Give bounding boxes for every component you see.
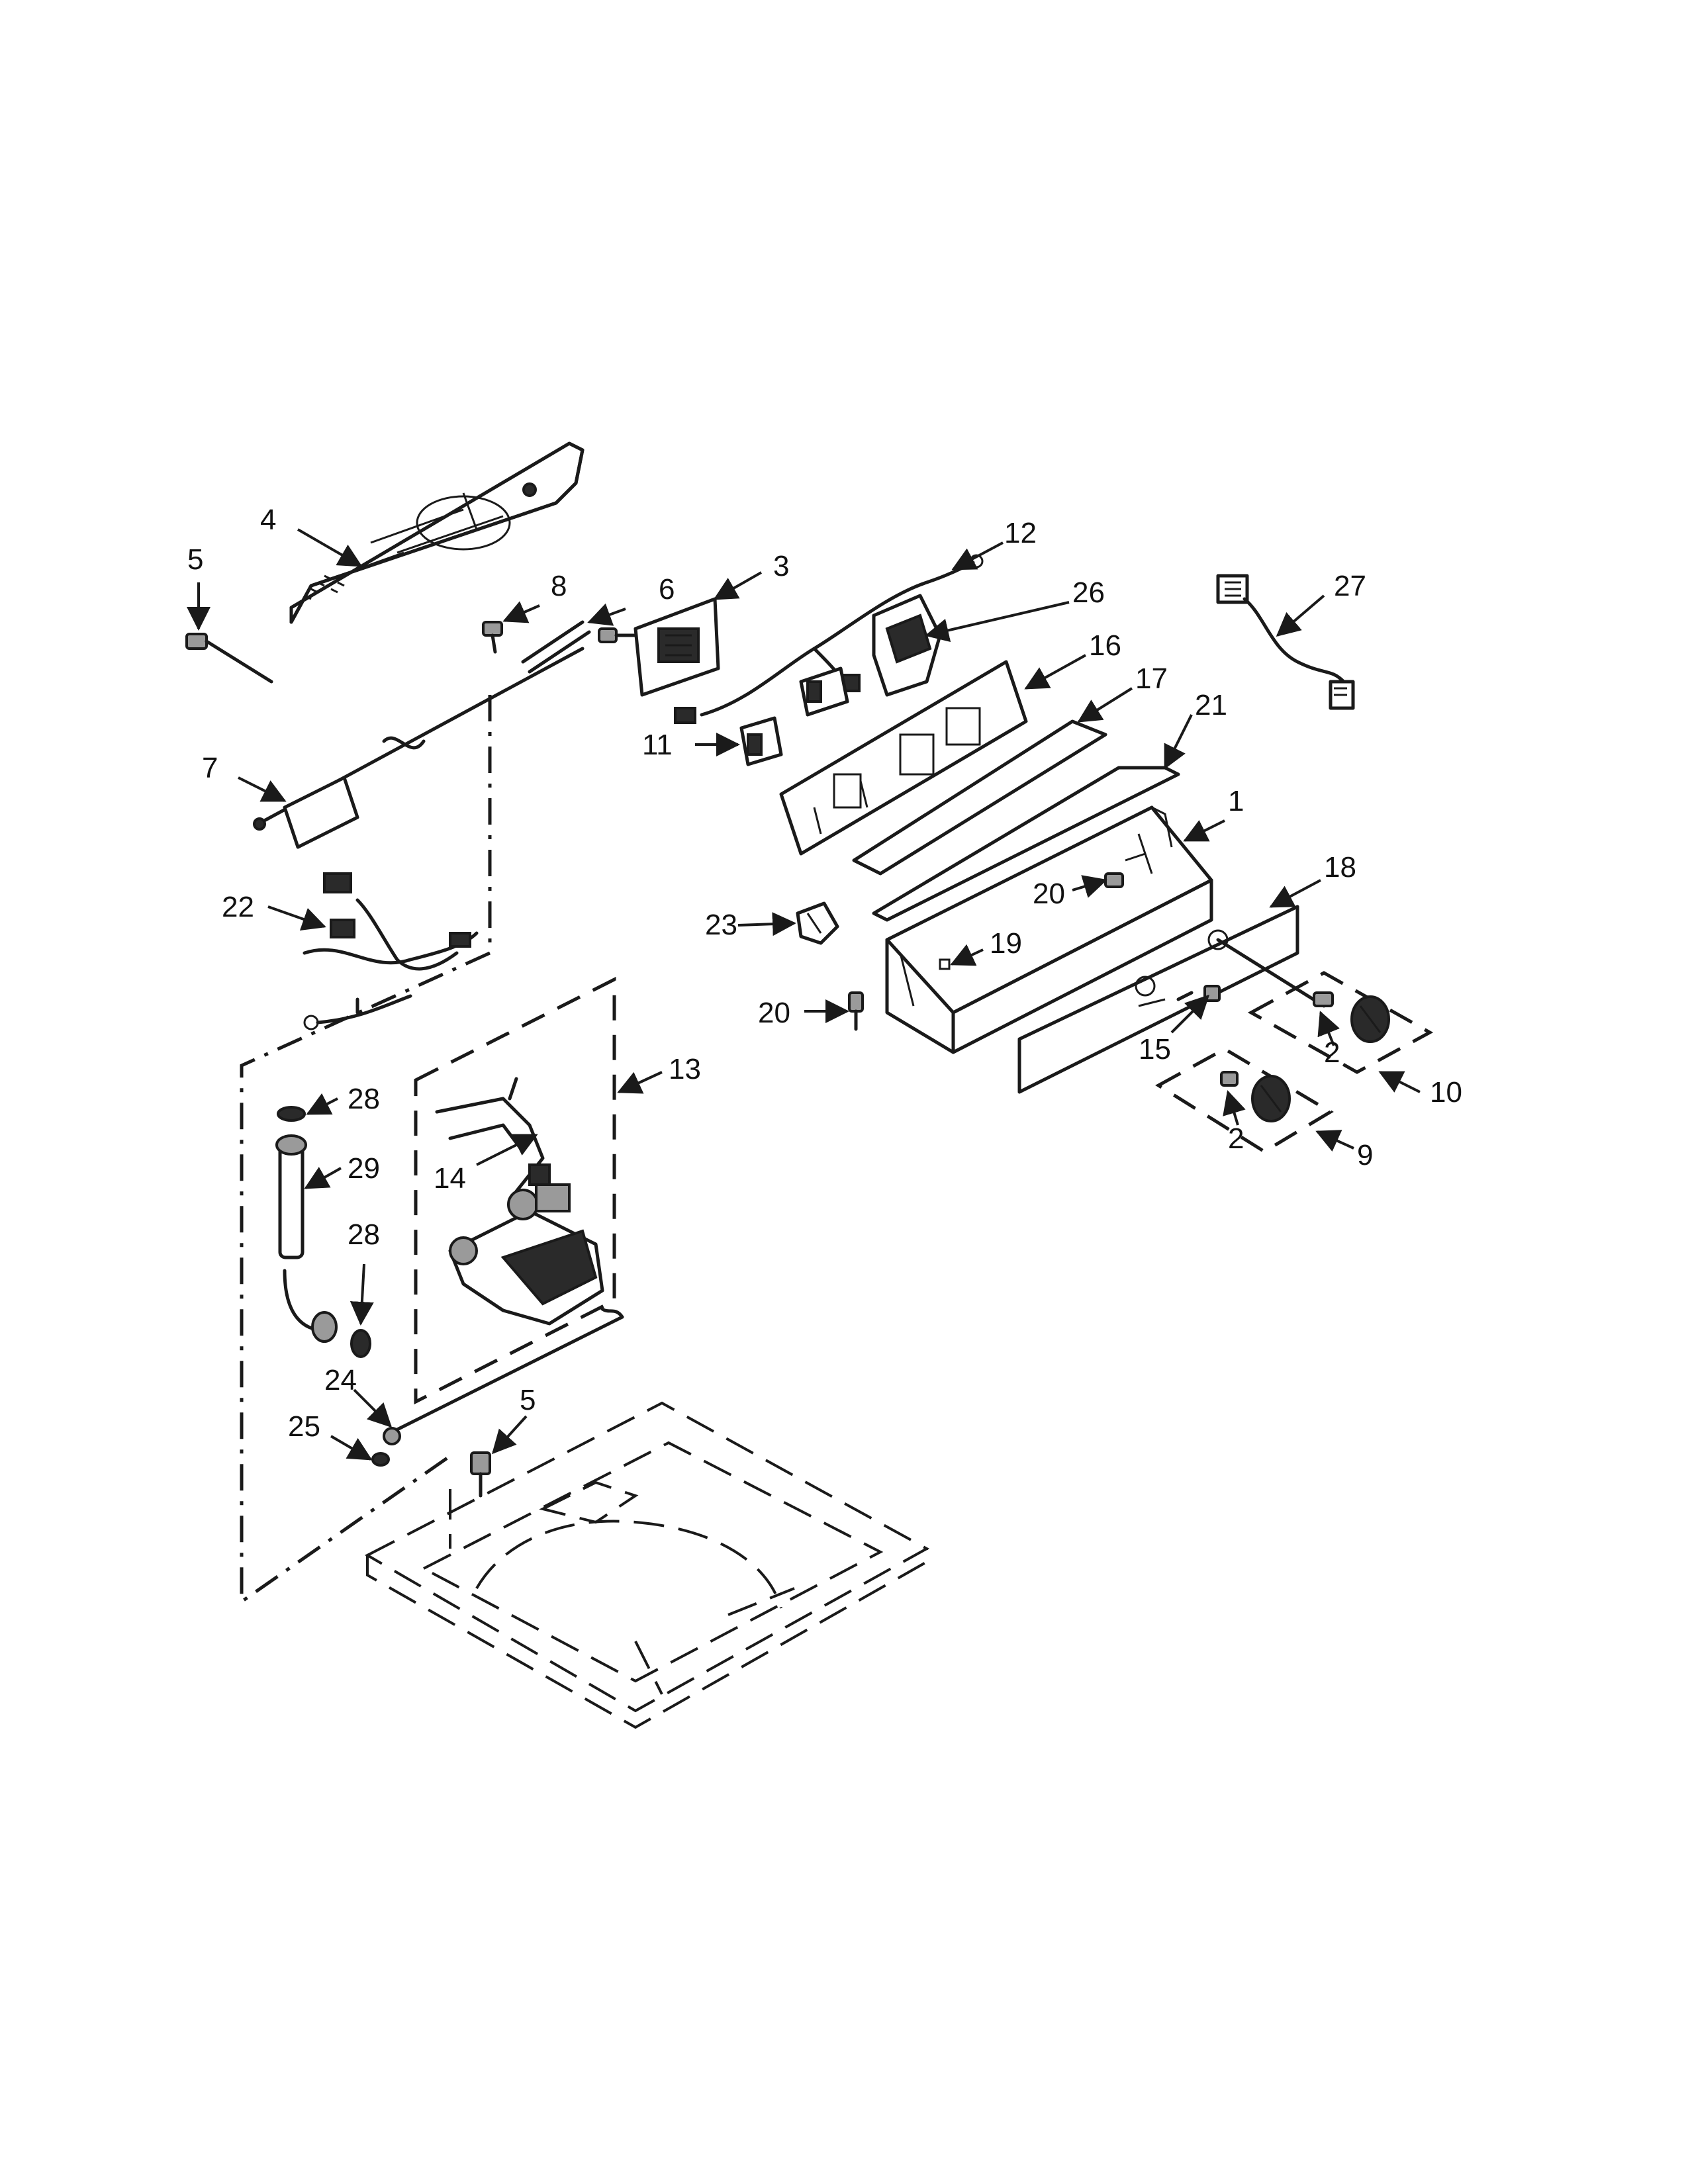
console-rear-panel	[289, 441, 585, 624]
wire-harness-7	[253, 647, 585, 849]
callout-16: 16	[1089, 629, 1121, 662]
graphic-strip	[852, 719, 1107, 876]
screw-bottom	[470, 1451, 491, 1498]
callout-2-left: 2	[1228, 1122, 1244, 1155]
switch-housing	[872, 594, 942, 697]
callout-10: 10	[1430, 1076, 1462, 1109]
wire-harness-27	[1216, 574, 1355, 710]
callout-8: 8	[551, 570, 567, 602]
screws-20	[848, 872, 1124, 1031]
callout-13: 13	[669, 1053, 701, 1085]
callout-21: 21	[1195, 689, 1227, 721]
screw-top-left	[185, 633, 273, 684]
routing-lines	[240, 695, 492, 1605]
console-bracket	[779, 660, 1028, 856]
wire-harness-22	[303, 872, 479, 1030]
callout-4: 4	[260, 504, 276, 536]
callout-25: 25	[288, 1410, 320, 1443]
control-overlay	[1017, 905, 1299, 1094]
switches	[739, 666, 849, 766]
callout-20-lower: 20	[758, 997, 790, 1029]
callout-2-right: 2	[1324, 1036, 1340, 1069]
callout-27: 27	[1334, 570, 1366, 602]
callout-1: 1	[1228, 785, 1244, 817]
callout-26: 26	[1072, 576, 1105, 609]
clip-23	[796, 901, 839, 945]
leader-arrows	[187, 528, 1421, 1461]
drain-hose	[371, 1307, 624, 1467]
callout-24: 24	[324, 1364, 357, 1396]
callout-9: 9	[1357, 1139, 1373, 1171]
callout-3: 3	[773, 550, 789, 582]
callout-12: 12	[1004, 517, 1037, 549]
knob-group-9	[1155, 1047, 1334, 1154]
console-frame	[872, 766, 1180, 922]
cabinet-top-outline	[364, 1401, 930, 1729]
callout-5-top: 5	[187, 543, 203, 576]
control-board	[598, 597, 720, 697]
callout-28-lower: 28	[348, 1218, 380, 1251]
knob-group-10	[1247, 971, 1434, 1074]
callout-29: 29	[348, 1152, 380, 1185]
callout-15: 15	[1139, 1033, 1171, 1066]
callout-22: 22	[222, 891, 254, 923]
callout-28-top: 28	[348, 1083, 380, 1115]
fill-hose-assembly	[275, 1106, 371, 1358]
callout-23: 23	[705, 909, 737, 941]
valve-assembly-group	[414, 976, 616, 1405]
screw-and-clip	[482, 620, 591, 674]
callout-5-bottom: 5	[520, 1384, 536, 1416]
callout-14: 14	[434, 1162, 466, 1195]
callout-11: 11	[642, 729, 673, 761]
callout-7: 7	[202, 752, 218, 784]
callout-17: 17	[1135, 662, 1168, 695]
callout-18: 18	[1324, 851, 1356, 884]
callout-19: 19	[990, 927, 1022, 960]
callout-6: 6	[659, 573, 675, 606]
callout-labels: 4 5 8 6 3 12 26 16 17 21 1 27 18 11 7 22…	[187, 504, 1462, 1443]
callout-20-upper: 20	[1033, 878, 1065, 910]
